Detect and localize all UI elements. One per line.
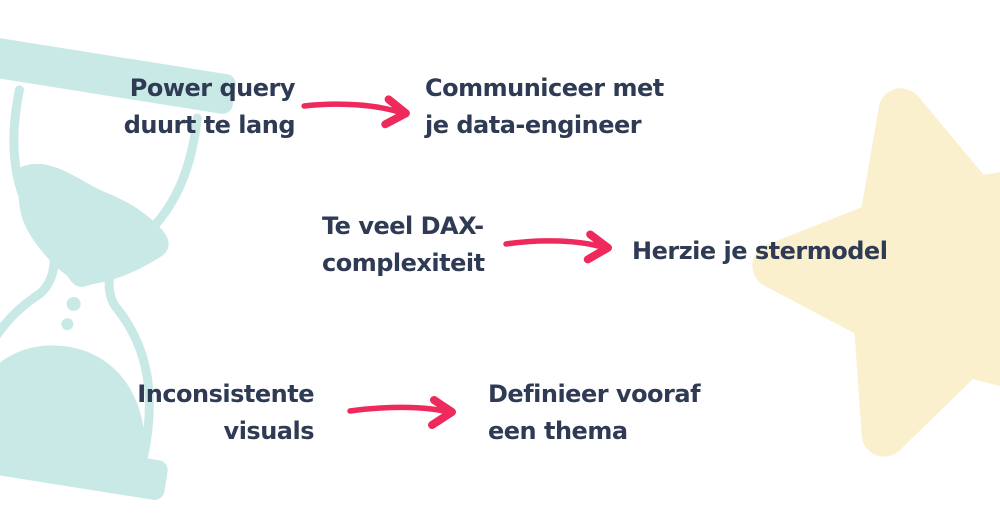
arrow-right-icon: [503, 230, 612, 264]
problem-line: Inconsistente: [137, 380, 314, 408]
problem-line: Te veel DAX-: [322, 212, 484, 240]
problem-label-row3: Inconsistente visuals: [60, 376, 314, 450]
problem-label-row1: Power query duurt te lang: [40, 70, 296, 144]
star-icon: [752, 88, 1000, 457]
arrow-right-icon: [301, 95, 410, 129]
hourglass-sand-drop: [66, 296, 81, 311]
solution-label-row1: Communiceer met je data-engineer: [425, 70, 664, 144]
solution-label-row3: Definieer vooraf een thema: [488, 376, 701, 450]
solution-label-row2: Herzie je stermodel: [632, 233, 888, 270]
problem-line: complexiteit: [322, 249, 485, 277]
solution-line: een thema: [488, 417, 628, 445]
problem-line: duurt te lang: [123, 111, 296, 139]
arrow-right-icon: [347, 396, 456, 429]
hourglass-sand-drop: [61, 318, 74, 331]
solution-line: Definieer vooraf: [488, 380, 701, 408]
solution-line: Herzie je stermodel: [632, 237, 888, 265]
problem-line: Power query: [129, 74, 296, 102]
problem-label-row2: Te veel DAX- complexiteit: [322, 208, 485, 282]
solution-line: Communiceer met: [425, 74, 664, 102]
hourglass-sand-top: [18, 163, 169, 287]
solution-line: je data-engineer: [425, 111, 642, 139]
problem-line: visuals: [223, 417, 315, 445]
